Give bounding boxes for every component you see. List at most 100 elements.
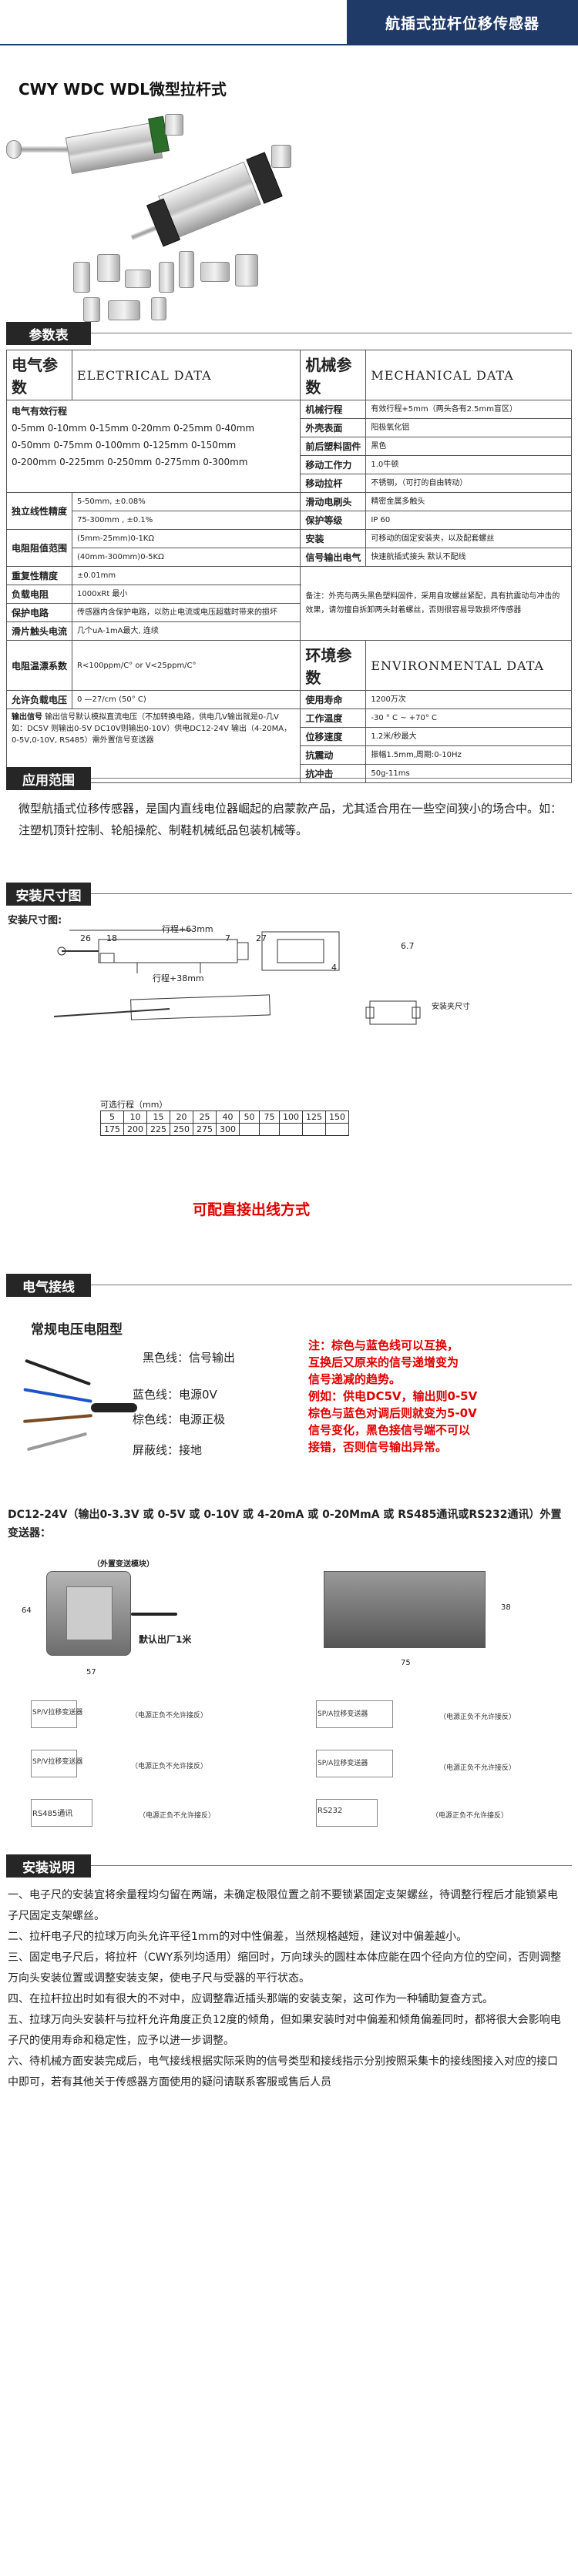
dim-64: 64 [22,1606,32,1615]
stroke-cell: 15 [146,1110,170,1124]
env-label-0: 使用寿命 [300,690,367,709]
mech-label-6: 保护等级 [300,511,367,530]
sensor-rod-1 [14,146,68,152]
install-item: 一、电子尺的安装宜将余量程均匀留在两端，未确定极限位置之前不要锁紧固定支架螺丝，… [8,1889,558,1922]
stroke-cell: 100 [279,1110,303,1124]
repeat-label: 重复性精度 [5,566,73,585]
transmitter-text: DC12-24V（输出0-3.3V 或 0-5V 或 0-10V 或 4-20m… [8,1509,562,1539]
stroke-table-title: 可选行程（mm） [100,1100,168,1110]
section-params: 参数表 [6,322,91,345]
install-item: 六、待机械方面安装完成后，电气接线根据实际采购的信号类型和接线指示分别按照采集卡… [8,2055,558,2089]
env-value-1: -30 ° C ~ +70° C [365,708,572,728]
stroke-cell: 200 [123,1123,147,1136]
transmitter-label-plate [66,1586,113,1640]
output-value: 输出信号默认模拟直流电压（不加转换电路，供电几V输出就是0-几V 如：DC5V … [12,713,292,745]
protect-label: 保护电路 [5,603,73,622]
dim-26: 26 [80,933,91,943]
panel-5-warn: （电源正负不允许接反） [139,1812,216,1820]
linearity-label: 独立线性精度 [5,492,73,530]
stroke-table: 5 10 15 20 25 40 50 75 100 125 150 175 2… [100,1110,349,1136]
stroke-cell: 150 [325,1110,349,1124]
ranges-line-2: 0-50mm 0-75mm 0-100mm 0-125mm 0-150mm [12,440,237,451]
model-title: CWY WDC WDL微型拉杆式 [18,80,227,99]
env-label-4: 抗冲击 [300,764,367,783]
accessory-10 [151,297,166,320]
banner-underline [0,44,578,45]
wiring-note: 注：棕色与蓝色线可以互换， 互换后又原来的信号递增变为 信号递减的趋势。 例如：… [308,1337,477,1455]
env-header-en: ENVIRONMENTAL DATA [365,640,572,691]
default-label: 默认出厂1米 [139,1634,192,1645]
panel-1-label: SP/V拉移变送器 [32,1709,83,1717]
dim-7: 7 [225,933,230,943]
mech-value-0: 有效行程+5mm（两头各有2.5mm盲区） [365,400,572,419]
wiring-note-line: 注：棕色与蓝色线可以互换， [308,1338,459,1352]
tempco-label: 电阻温漂系数 [5,640,73,691]
wiring-note-line: 棕色与蓝色对调后则就变为5-0V [308,1406,477,1420]
output-label: 输出信号 [12,713,42,722]
wiring-note-line: 互换后又原来的信号递增变为 [308,1355,459,1369]
accessory-9 [108,300,140,320]
wiring-row-3: 屏蔽线：接地 [133,1443,203,1457]
mech-label-1: 外壳表面 [300,418,367,437]
wiring-note-line: 接错，否则信号输出异常。 [308,1440,448,1454]
panel-1 [31,1700,77,1728]
accessory-3 [125,270,151,288]
env-value-3: 振幅1.5mm,周期:0-10Hz [365,745,572,765]
section-install: 安装说明 [6,1854,91,1878]
wiring-row-2: 棕色线：电源正极 [133,1412,226,1426]
side-label: 安装夹尺寸 [432,1003,470,1011]
mech-value-4: 不锈钢，（可打的自由转动） [365,474,572,493]
install-item: 四、在拉杆拉出时如有很大的不对中，应调整靠近插头那端的安装支架，这可作为一种辅助… [8,1993,493,2005]
connector-1 [165,114,183,136]
panel-3-label: SP/V拉移变送器 [32,1758,83,1766]
accessory-6 [200,262,230,282]
dim-57: 57 [86,1668,96,1677]
accessory-5 [179,251,194,288]
application-text: 微型航插式位移传感器，是国内直线电位器崛起的启蒙款产品，尤其适合用在一些空间狭小… [18,802,563,837]
stroke-row-2: 175 200 225 250 275 300 [100,1123,349,1136]
mech-label-3: 移动工作力 [300,455,367,474]
stroke-label-1: 行程+63mm [162,924,213,934]
sensor-body-1 [65,121,163,175]
panel-1-warn: （电源正负不允许接反） [131,1712,208,1720]
accessory-8 [83,297,100,322]
stroke-cell: 20 [170,1110,193,1124]
mech-note: 备注：外壳与两头黑色塑料固件，采用自攻螺丝紧配，具有抗震动与冲击的效果，请勿擅自… [300,566,572,641]
stroke-cell: 10 [123,1110,147,1124]
panel-4-warn: （电源正负不允许接反） [439,1764,516,1772]
accessory-7 [235,254,258,286]
dim-38: 38 [501,1603,511,1612]
mech-label-8: 信号输出电气 [300,548,367,567]
panel-4-label: SP/A拉移变送器 [318,1760,368,1767]
resistance-value-1: (5mm-25mm)0-1KΩ [72,529,301,548]
stroke-cell: 75 [259,1110,280,1124]
panel-6-warn: （电源正负不允许接反） [432,1812,509,1820]
panel-6-label: RS232 [318,1807,343,1815]
mech-label-0: 机械行程 [300,400,367,419]
mech-value-5: 精密金属多触头 [365,492,572,511]
direct-out-text: 可配直接出线方式 [193,1201,311,1218]
allow-label: 允许负载电压 [5,690,73,709]
section-line-dimensions [6,893,572,894]
mech-label-4: 移动拉杆 [300,474,367,493]
mech-label-5: 滑动电刷头 [300,492,367,511]
section-line-install [6,1865,572,1866]
section-application: 应用范围 [6,767,91,790]
panel-3 [31,1750,77,1777]
install-item: 三、固定电子尺后，将拉杆（CWY系列均适用）缩回时，万向球头的圆柱本体应能在四个… [8,1951,562,1985]
panel-4 [316,1750,393,1777]
mech-label-7: 安装 [300,529,367,548]
stroke-cell: 40 [216,1110,240,1124]
env-value-0: 1200万次 [365,690,572,709]
wiring-note-line: 信号变化，黑色接信号端不可以 [308,1423,471,1437]
linearity-value-2: 75-300mm , ±0.1% [72,511,301,530]
transmitter-side-box [324,1571,486,1648]
dimension-drawing [54,930,421,1025]
dim-6-7: 6.7 [401,941,415,951]
install-item: 二、拉杆电子尺的拉球万向头允许平径1mm的对中性偏差，当然规格越短，建议对中偏差… [8,1931,468,1943]
wire-sheath [91,1403,137,1412]
mech-value-6: IP 60 [365,511,572,530]
spec-table: 电气参数 ELECTRICAL DATA 机械参数 MECHANICAL DAT… [5,350,572,783]
section-line-application [6,778,572,779]
install-list: 一、电子尺的安装宜将余量程均匀留在两端，未确定极限位置之前不要锁紧固定支架螺丝，… [8,1885,566,2093]
